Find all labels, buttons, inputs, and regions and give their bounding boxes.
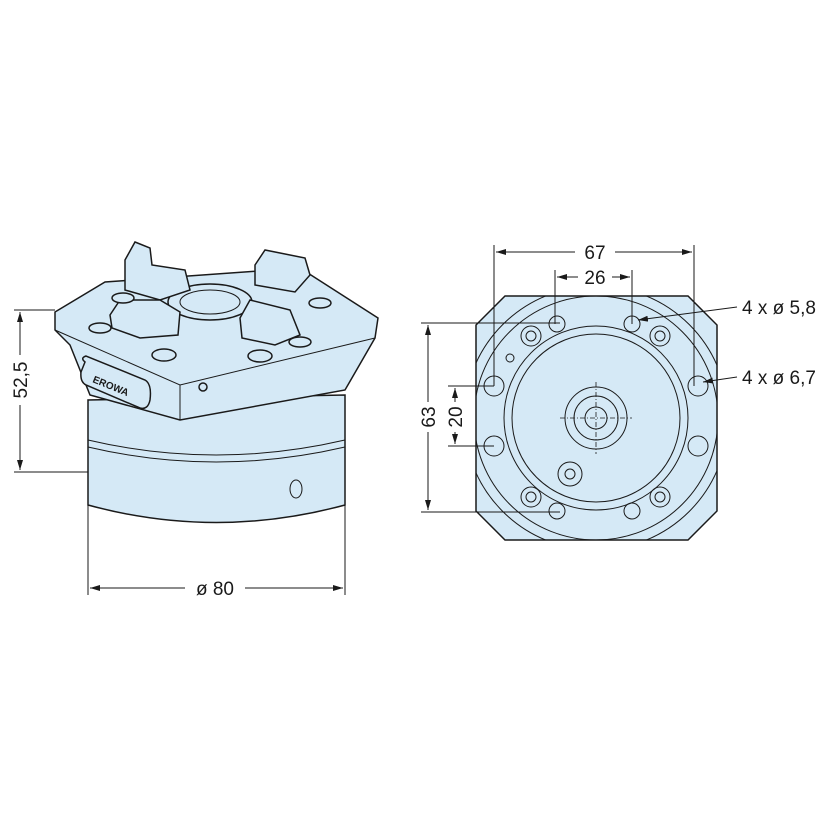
width-dimensions: 67 26 <box>493 240 695 386</box>
callouts: 4 x ø 5,8 4 x ø 6,7 <box>637 298 816 389</box>
inner-width-dim-label: 26 <box>584 268 605 289</box>
chuck-body-cylinder <box>87 394 346 524</box>
diameter-dimension: ø 80 <box>87 505 346 601</box>
height-dimension: 52,5 <box>8 309 88 473</box>
screw-holes <box>88 292 332 392</box>
height-dim-label: 52,5 <box>11 362 32 399</box>
base-octagon <box>475 295 718 541</box>
inner-height-dim-label: 20 <box>446 406 467 427</box>
width-dim-label: 67 <box>584 243 605 264</box>
jaws <box>109 241 311 346</box>
height-dimensions: 63 20 <box>415 322 560 513</box>
small-holes-callout: 4 x ø 5,8 <box>742 298 816 319</box>
diameter-dim-label: ø 80 <box>196 579 234 600</box>
small-holes <box>548 315 641 520</box>
bottom-view: 67 26 63 20 4 x ø 5,8 4 x ø 6,7 <box>415 240 816 541</box>
large-holes-callout: 4 x ø 6,7 <box>742 368 816 389</box>
side-view: EROWA 52,5 ø 80 <box>8 241 379 601</box>
jaw-screws <box>520 325 671 508</box>
height-dim-label-63: 63 <box>419 406 440 427</box>
